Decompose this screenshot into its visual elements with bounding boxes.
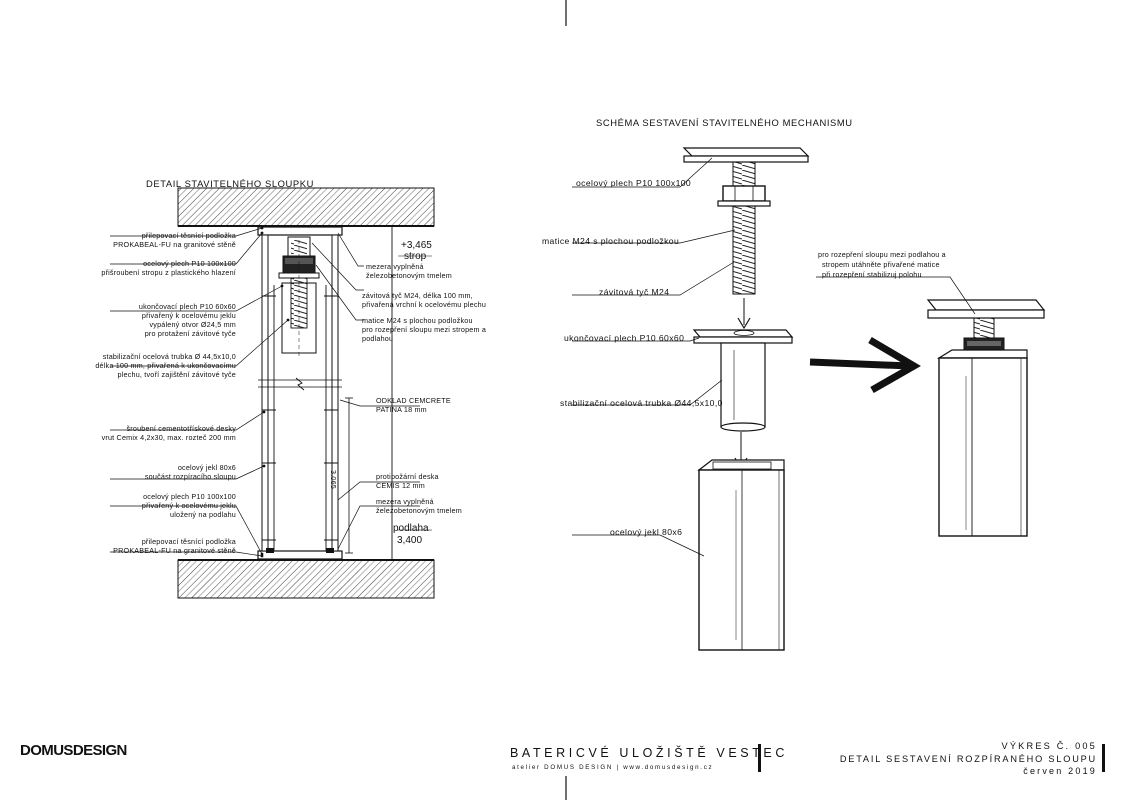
drawing-title: DETAIL SESTAVENÍ ROZPÍRANÉHO SLOUPU xyxy=(839,754,1097,764)
label-right-6: podlahou xyxy=(362,334,394,343)
label-right-0: mezera vyplněná xyxy=(366,262,424,271)
dim-top-label: strop xyxy=(404,251,427,262)
label-right-12: železobetonovým tmelem xyxy=(376,506,462,515)
label-left-2: ocelový plech P10 100x100 xyxy=(143,259,236,268)
label-left-1: PROKABEAL-FU na granitové stěně xyxy=(113,240,236,249)
label-tube: stabilizační ocelová trubka Ø44,5x10,0 xyxy=(560,398,723,408)
label-right-2: závitová tyč M24, délka 100 mm, xyxy=(362,291,473,300)
label-right-4: matice M24 s plochou podložkou xyxy=(362,316,473,325)
label-rod: závitová tyč M24 xyxy=(599,287,670,297)
label-assembled-3: při rozepření stabilizuj polohu xyxy=(822,270,922,279)
label-right-1: železobetonovým tmelem xyxy=(366,271,452,280)
dim-bottom-label: podlaha xyxy=(393,523,429,534)
label-left-13: ocelový jekl 80x6 xyxy=(177,463,236,472)
label-right-5: pro rozepření sloupu mezi stropem a xyxy=(362,325,487,334)
title-divider-left xyxy=(758,744,761,772)
project-subtitle: atelier DOMUS DESIGN | www.domusdesign.c… xyxy=(512,764,714,771)
label-left-3: přišroubení stropu z plastického hlazení xyxy=(101,268,236,277)
label-right-11: mezera vyplněná xyxy=(376,497,434,506)
left-section-detail xyxy=(110,187,435,599)
label-jekl: ocelový jekl 80x6 xyxy=(610,527,683,537)
drawing-number: VÝKRES Č. 005 xyxy=(1001,741,1097,751)
label-left-11: šroubení cementotřískové desky xyxy=(126,424,236,433)
label-left-6: vypálený otvor Ø24,5 mm xyxy=(149,320,236,329)
label-right-10: CEMIS 12 mm xyxy=(376,481,425,490)
label-left-10: plechu, tvoří zajištění závitové tyče xyxy=(117,370,236,379)
left-detail-title: DETAIL STAVITELNÉHO SLOUPKU xyxy=(146,178,314,189)
label-left-12: vrut Cemix 4,2x30, max. rozteč 200 mm xyxy=(101,433,236,442)
project-title: BATERICVÉ ULOŽIŠTĚ VESTEC xyxy=(510,746,789,760)
label-left-15: ocelový plech P10 100x100 xyxy=(143,492,236,501)
label-left-7: pro protažení závitové tyče xyxy=(144,329,236,338)
label-left-16: přivařený k ocelovému jeklu xyxy=(141,501,236,510)
label-end-plate: ukončovací plech P10 60x60 xyxy=(564,333,685,343)
label-assembled-1: pro rozepření sloupu mezi podlahou a xyxy=(818,250,946,259)
label-right-7: ODKLAD CEMCRETE xyxy=(376,396,451,405)
label-plate-top: ocelový plech P10 100x100 xyxy=(576,178,692,188)
label-right-9: protipožární deska xyxy=(376,472,439,481)
label-left-18: přilepovací těsnící podložka xyxy=(141,537,236,546)
dim-vertical: 3.065 xyxy=(329,470,338,489)
label-left-19: PROKABEAL-FU na granitové stěně xyxy=(113,546,236,555)
dim-top-value: +3,465 xyxy=(401,240,432,251)
label-left-8: stabilizační ocelová trubka Ø 44,5x10,0 xyxy=(102,352,236,361)
label-left-14: součást rozpíracího sloupu xyxy=(144,472,236,481)
drawing-date: červen 2019 xyxy=(1023,766,1097,776)
title-divider-right xyxy=(1102,744,1105,772)
label-right-8: PATINA 18 mm xyxy=(376,405,427,414)
right-assembly-scheme xyxy=(572,147,1046,651)
dim-bottom-value: 3,400 xyxy=(397,535,423,546)
label-nut: matice M24 s plochou podložkou xyxy=(542,236,680,246)
label-left-4: ukončovací plech P10 60x60 xyxy=(138,302,236,311)
company-logo: DOMUSDESIGN xyxy=(20,742,127,759)
label-left-17: uložený na podlahu xyxy=(170,510,236,519)
label-left-5: přivařený k ocelovému jeklu xyxy=(141,311,236,320)
label-left-0: přilepovací těsnící podložka xyxy=(141,231,236,240)
label-left-9: délka 100 mm, přivařená k ukončovacímu xyxy=(95,361,236,370)
right-detail-title: SCHÉMA SESTAVENÍ STAVITELNÉHO MECHANISMU xyxy=(596,117,853,128)
label-right-3: přivařená vrchní k ocelovému plechu xyxy=(362,300,487,309)
label-assembled-2: stropem utáhněte přivařené matice xyxy=(822,260,940,269)
